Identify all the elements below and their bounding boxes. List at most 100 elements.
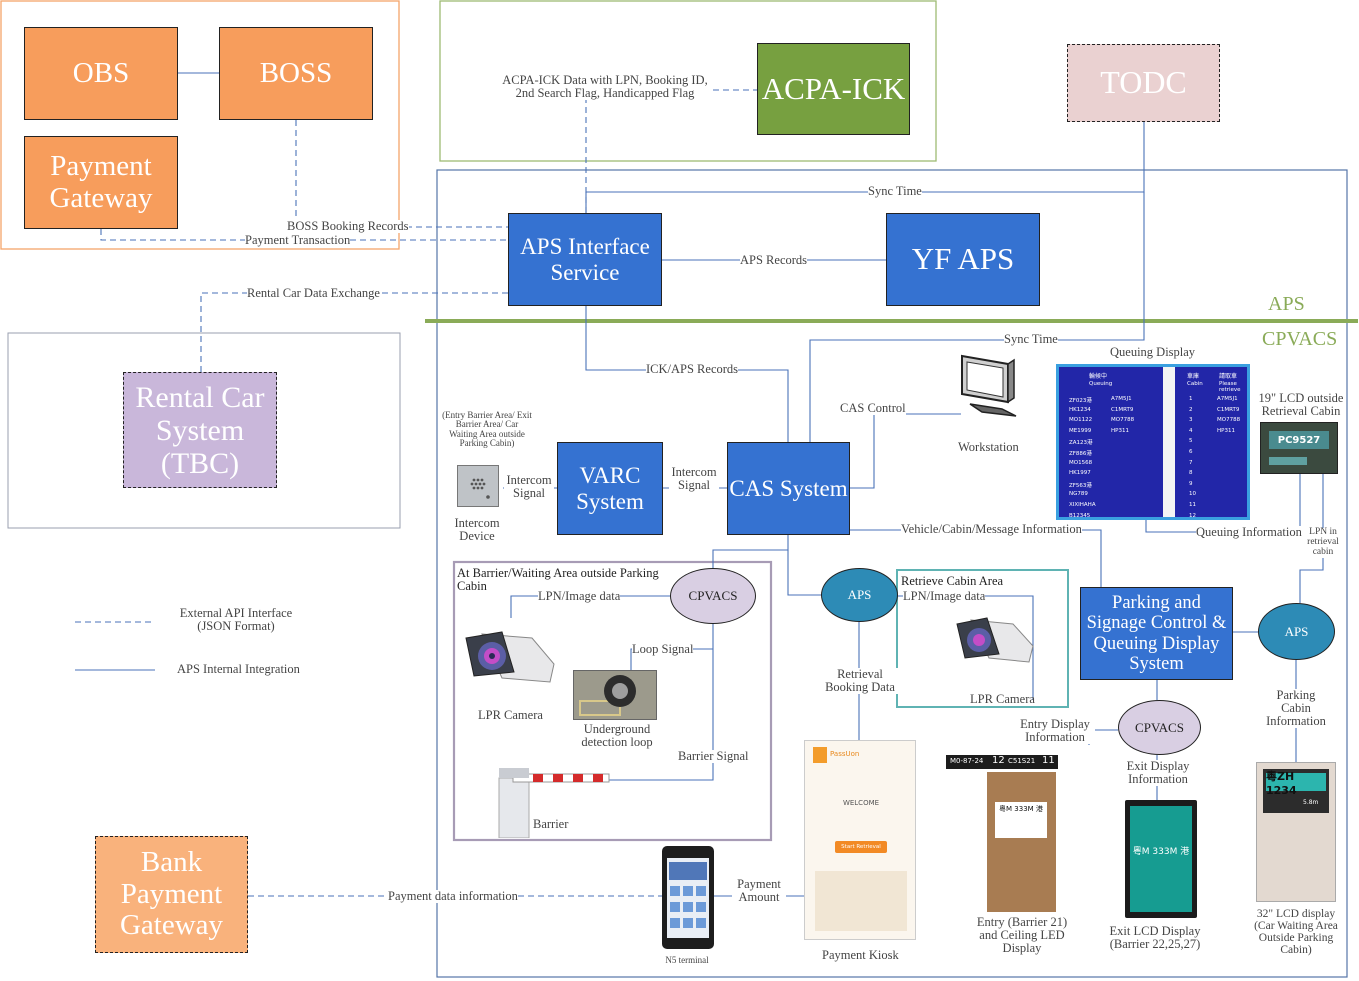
intercom-signal-1-label: Intercom Signal [504, 473, 554, 501]
qd-sub-cabin: Cabin [1187, 381, 1203, 387]
payment-kiosk-screen: PassUon WELCOME Start Retrieval [804, 740, 916, 940]
bank-gateway-label: Bank Payment Gateway [119, 845, 224, 942]
intercom-area-label: (Entry Barrier Area/ Exit Barrier Area/ … [442, 410, 532, 449]
rental-exchange-label: Rental Car Data Exchange [247, 286, 380, 301]
cabin-number: 7 [1189, 459, 1193, 466]
retrieval-booking-label: Retrieval Booking Data [822, 667, 898, 695]
queue-entry: HK1234 [1069, 406, 1091, 413]
cpvacs-ellipse-left: CPVACS [670, 568, 756, 624]
lcd19-screen: PC9527 [1260, 422, 1338, 474]
kiosk-brand: PassUon [830, 750, 860, 758]
exit-display-info-label: Exit Display Information [1118, 759, 1198, 787]
entry-display-screen: 粵M 333M 港 [995, 802, 1047, 838]
led-right-plate: C51S21 [1008, 757, 1036, 765]
lcd32-sub: 5.8m [1303, 799, 1319, 806]
loop-signal-label: Loop Signal [632, 642, 694, 657]
qd-header-queue: 輪候中 [1089, 373, 1108, 380]
payment-transaction-label: Payment Transaction [245, 233, 351, 248]
kiosk-start-button[interactable]: Start Retrieval [835, 841, 887, 853]
exit-lcd-plate: 粵M 333M 港 [1132, 847, 1190, 857]
qd-header-cabin: 車庫 [1187, 373, 1200, 380]
payment-amount-label: Payment Amount [732, 877, 786, 905]
kiosk-welcome: WELCOME [842, 799, 880, 807]
obs-node: OBS [24, 27, 178, 120]
payment-gateway-node: Payment Gateway [24, 136, 178, 229]
retrieve-area-title: Retrieve Cabin Area [901, 574, 1004, 588]
workstation-label: Workstation [958, 440, 1019, 454]
queue-entry: ZF563港 [1069, 482, 1092, 489]
queue-entry: XIXIHAHA [1069, 502, 1096, 508]
region-label-cpvacs: CPVACS [1262, 328, 1338, 350]
cabin-number: 3 [1189, 417, 1193, 424]
acpa-data-label: ACPA-ICK Data with LPN, Booking ID, 2nd … [500, 73, 710, 101]
parking-cabin-info-label: Parking Cabin Information [1262, 688, 1330, 729]
entry-display-post: 粵M 333M 港 [987, 772, 1056, 912]
queue-entry: A7M5J1 [1111, 396, 1132, 402]
payment-gateway-label: Payment Gateway [49, 149, 153, 214]
varc-label: VARC System [576, 463, 644, 514]
payment-data-info-label: Payment data information [388, 889, 518, 904]
barrier-icon [495, 760, 610, 839]
boss-node: BOSS [219, 27, 373, 120]
lpn-in-cabin-label: LPN in retrieval cabin [1305, 527, 1341, 558]
ceiling-led-display: M0-87-24 12 C51S21 11 [946, 755, 1058, 769]
underground-loop-label: Underground detection loop [581, 722, 653, 750]
barrier-area-title: At Barrier/Waiting Area outside Parking … [457, 566, 659, 594]
acpa-data-line1: ACPA-ICK Data with LPN, Booking ID, [502, 73, 708, 87]
lcd32-label: 32" LCD display (Car Waiting Area Outsid… [1254, 908, 1338, 957]
lcd32-screen: 粵ZH 1234 5.8m [1263, 769, 1329, 813]
retrieve-area-frame [896, 569, 1069, 708]
cas-control-label: CAS Control [840, 401, 906, 416]
aps-ellipse-mid: APS [821, 568, 898, 622]
lcd32-plate: 粵ZH 1234 [1266, 770, 1326, 797]
queue-entry: MO1568 [1069, 459, 1093, 466]
lcd32-display: 粵ZH 1234 5.8m [1256, 762, 1336, 902]
rental-car-node: Rental Car System (TBC) [123, 372, 277, 488]
queuing-display-screen: 輪候中 車庫 請取車 Queuing Cabin Please retrieve… [1056, 364, 1250, 520]
cabin-number: 10 [1189, 491, 1196, 498]
qd-header-retrieve: 請取車 [1219, 373, 1238, 380]
queue-entry: NG789 [1069, 491, 1088, 498]
parking-signage-node: Parking and Signage Control & Queuing Di… [1080, 587, 1233, 680]
lcd19-label: 19" LCD outside Retrieval Cabin [1258, 391, 1344, 419]
varc-node: VARC System [557, 442, 663, 535]
cabin-number: 12 [1189, 512, 1196, 519]
ick-aps-records-label: ICK/APS Records [646, 362, 739, 377]
lpr-camera-left-icon [462, 624, 558, 690]
queue-entry: HK1997 [1069, 470, 1091, 477]
payment-kiosk-label: Payment Kiosk [822, 948, 899, 962]
queue-entry: B12345 [1069, 512, 1091, 519]
yf-aps-node: YF APS [886, 213, 1040, 306]
bank-gateway-node: Bank Payment Gateway [95, 836, 248, 953]
obs-label: OBS [72, 56, 130, 89]
lpr-camera-right-icon [955, 612, 1035, 670]
sync-time-mid-label: Sync Time [1004, 332, 1058, 347]
yf-aps-label: YF APS [911, 241, 1015, 277]
barrier-signal-label: Barrier Signal [678, 749, 749, 764]
legend-external-label: External API Interface (JSON Format) [179, 606, 293, 634]
queue-entry: MO7788 [1111, 417, 1135, 424]
lpn-image-right-label: LPN/Image data [903, 589, 986, 604]
queuing-divider [1163, 367, 1175, 517]
aps-interface-node: APS Interface Service [508, 213, 662, 306]
n5-terminal-icon [662, 846, 714, 949]
todc-node: TODC [1067, 44, 1220, 122]
queue-entry: ZA123港 [1069, 440, 1093, 447]
led-right-num: 11 [1042, 755, 1055, 766]
aps-records-label: APS Records [740, 253, 808, 268]
cabin-number: 5 [1189, 438, 1193, 445]
aps-interface-label: APS Interface Service [520, 234, 650, 285]
vehicle-cabin-msg-label: Vehicle/Cabin/Message Information [901, 522, 1082, 537]
led-left-num: 12 [992, 755, 1005, 766]
n5-terminal-label: N5 terminal [665, 955, 709, 965]
exit-lcd-display: 粵M 333M 港 [1125, 800, 1197, 918]
region-label-aps: APS [1268, 293, 1305, 315]
cas-label: CAS System [729, 475, 848, 501]
retrieve-entry: A7M5J1 [1217, 396, 1238, 402]
workstation-icon [956, 354, 1020, 426]
rental-car-label: Rental Car System (TBC) [135, 380, 265, 480]
retrieve-entry: C1MRT9 [1217, 406, 1240, 413]
acpa-frame [439, 0, 937, 162]
